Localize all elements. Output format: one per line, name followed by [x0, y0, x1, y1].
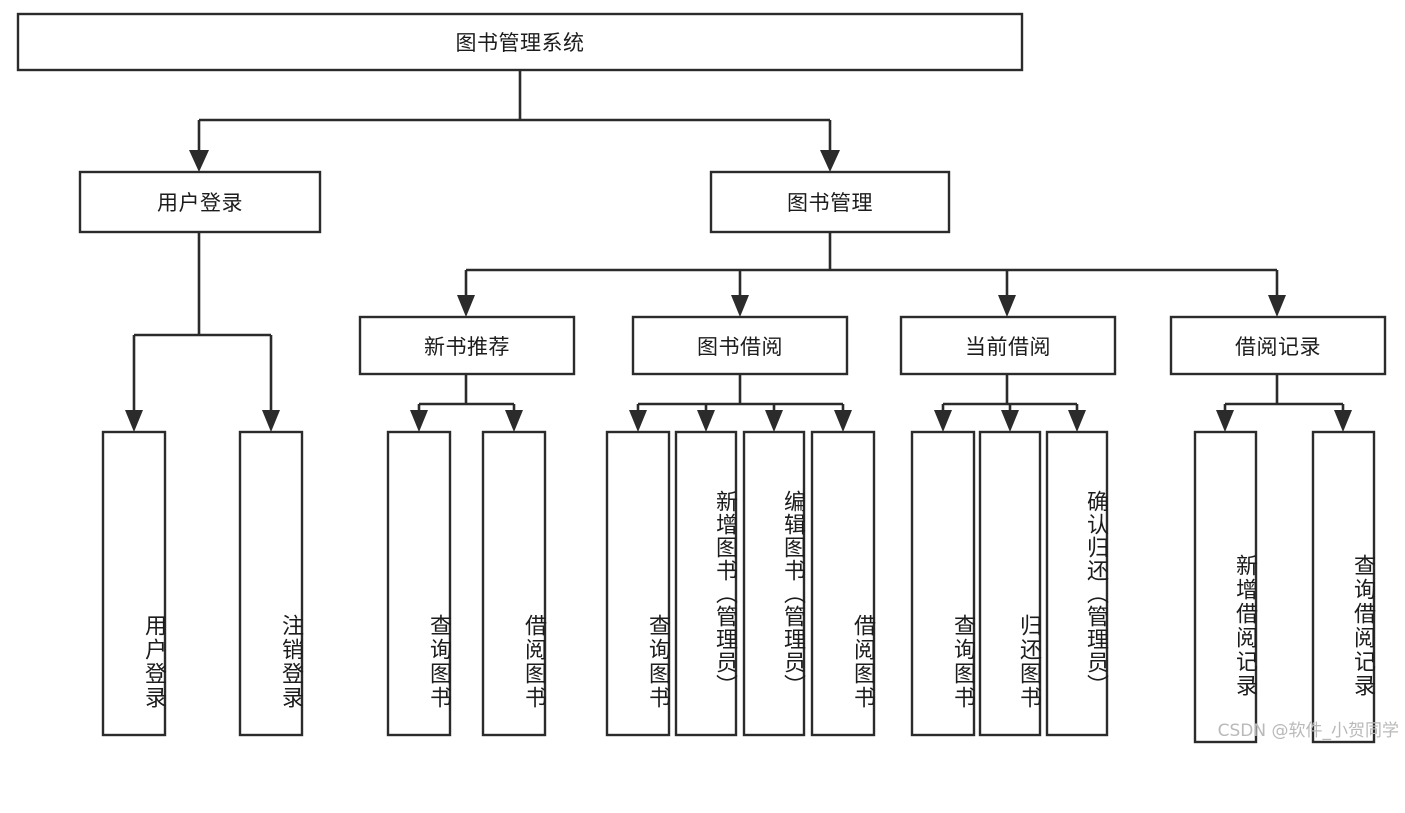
arrowhead-bookborrow-leaf2	[697, 410, 715, 432]
arrowhead-currentborrow-leaf2	[1001, 410, 1019, 432]
node-box-current-borrow[interactable]	[899, 315, 1117, 376]
connector-group-book-borrow	[629, 374, 852, 432]
arrowhead-new-book-rec	[457, 295, 475, 317]
arrowhead-newbook-leaf1	[410, 410, 428, 432]
arrowhead-currentborrow-leaf1	[934, 410, 952, 432]
connector-group-book-manage	[457, 232, 1286, 317]
node-box-leaf-11[interactable]	[1193, 430, 1258, 744]
arrowhead-bookborrow-leaf4	[834, 410, 852, 432]
node-box-leaf-4[interactable]	[605, 430, 671, 737]
arrowhead-leaf-logout	[262, 410, 280, 432]
node-box-leaf-1[interactable]	[238, 430, 304, 737]
arrowhead-book-manage	[820, 150, 840, 172]
node-box-leaf-7[interactable]	[810, 430, 876, 737]
arrowhead-bookborrow-leaf3	[765, 410, 783, 432]
functional-structure-diagram: 图书管理系统 用户登录 图书管理 新书推荐 图书借阅 当前借阅 借阅记录 用户登…	[16, 12, 1399, 744]
node-box-leaf-5[interactable]	[674, 430, 738, 737]
node-box-user-login[interactable]	[78, 170, 322, 234]
connector-group-borrow-record	[1216, 374, 1352, 432]
connector-group-current-borrow	[934, 374, 1086, 432]
diagram-canvas	[16, 12, 1387, 744]
node-box-root[interactable]	[16, 12, 1024, 72]
node-box-borrow-record[interactable]	[1169, 315, 1387, 376]
connector-group-root	[189, 70, 840, 172]
arrowhead-bookborrow-leaf1	[629, 410, 647, 432]
arrowhead-borrow-record	[1268, 295, 1286, 317]
node-box-book-borrow[interactable]	[631, 315, 849, 376]
arrowhead-book-borrow	[731, 295, 749, 317]
node-box-leaf-6[interactable]	[742, 430, 806, 737]
connector-group-new-book-rec	[410, 374, 523, 432]
arrowhead-currentborrow-leaf3	[1068, 410, 1086, 432]
node-box-leaf-0[interactable]	[101, 430, 167, 737]
arrowhead-current-borrow	[998, 295, 1016, 317]
connector-group-user-login	[125, 232, 280, 432]
node-box-book-manage[interactable]	[709, 170, 951, 234]
node-box-new-book-rec[interactable]	[358, 315, 576, 376]
arrowhead-borrowrecord-leaf1	[1216, 410, 1234, 432]
node-box-leaf-9[interactable]	[978, 430, 1042, 737]
arrowhead-user-login	[189, 150, 209, 172]
arrowhead-newbook-leaf2	[505, 410, 523, 432]
arrowhead-leaf-user-login	[125, 410, 143, 432]
node-box-leaf-8[interactable]	[910, 430, 976, 737]
arrowhead-borrowrecord-leaf2	[1334, 410, 1352, 432]
node-box-leaf-2[interactable]	[386, 430, 452, 737]
node-box-leaf-12[interactable]	[1311, 430, 1376, 744]
node-box-leaf-3[interactable]	[481, 430, 547, 737]
node-box-leaf-10[interactable]	[1045, 430, 1109, 737]
